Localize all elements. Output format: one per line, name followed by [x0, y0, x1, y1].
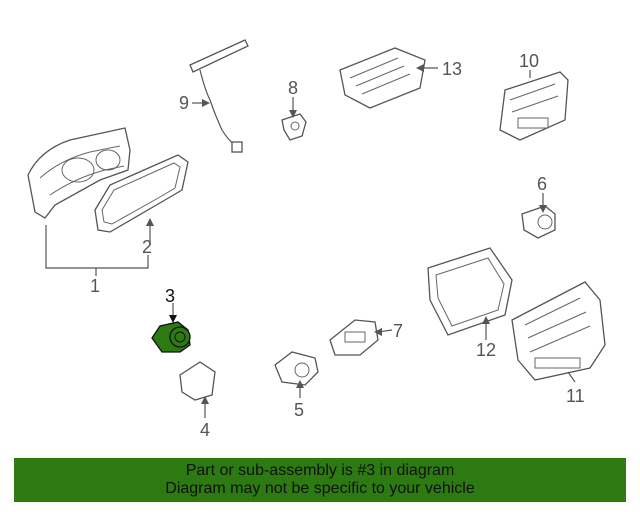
- callout-9: 9: [179, 93, 189, 113]
- info-banner: Part or sub-assembly is #3 in diagram Di…: [14, 458, 626, 502]
- callout-10: 10: [519, 51, 539, 71]
- part-10-module[interactable]: [499, 71, 569, 141]
- part-2-cluster-lens[interactable]: [94, 154, 189, 233]
- part-11-center-stack[interactable]: [511, 281, 606, 381]
- part-9-harness[interactable]: [189, 39, 249, 153]
- part-12-display[interactable]: [427, 247, 513, 336]
- part-13-module[interactable]: [339, 47, 426, 109]
- part-3-highlighted-switch[interactable]: [151, 321, 191, 353]
- part-4-knob[interactable]: [179, 361, 216, 401]
- callout-1: 1: [90, 276, 100, 296]
- parts-diagram: 1 2 3 4 5 6 7 8 9 10 11 12 13: [27, 39, 606, 440]
- banner-line-1: Part or sub-assembly is #3 in diagram: [185, 462, 455, 479]
- callout-8: 8: [288, 78, 298, 98]
- part-5-switch[interactable]: [274, 351, 319, 386]
- callout-7: 7: [393, 321, 403, 341]
- callout-6: 6: [537, 174, 547, 194]
- callout-11: 11: [566, 386, 585, 406]
- callout-3: 3: [165, 286, 175, 306]
- callout-4: 4: [200, 420, 210, 440]
- part-1-instrument-cluster[interactable]: [27, 127, 131, 219]
- part-8-sensor[interactable]: [281, 113, 307, 141]
- banner-line-2: Diagram may not be specific to your vehi…: [165, 480, 475, 497]
- callout-13: 13: [442, 59, 462, 79]
- callout-2: 2: [142, 237, 152, 257]
- leader-lines: [45, 64, 576, 418]
- callout-5: 5: [294, 400, 304, 420]
- part-6-switch[interactable]: [521, 205, 556, 239]
- callout-12: 12: [476, 340, 496, 360]
- callout-numbers: 1 2 3 4 5 6 7 8 9 10 11 12 13: [90, 51, 585, 440]
- part-7-switch[interactable]: [329, 319, 379, 356]
